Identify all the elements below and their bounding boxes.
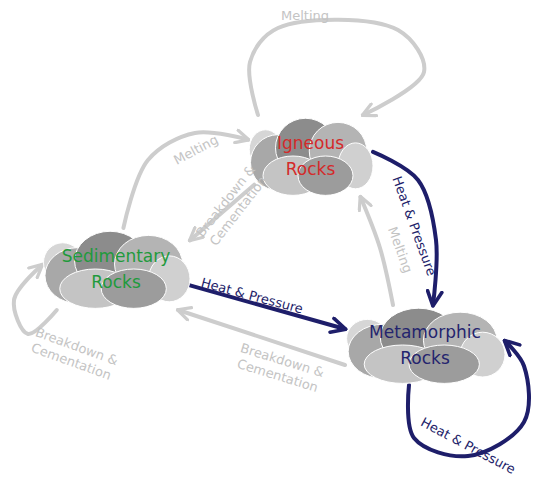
process-label: Melting [281, 8, 329, 24]
node-text-group: Igneous Rocks [266, 130, 356, 183]
rock-outline [42, 228, 190, 310]
rock-type-name: Igneous Rocks [266, 130, 356, 183]
process-label: Heat & Pressure [418, 415, 518, 478]
rock-cluster: Metamorphic Rocks [345, 305, 505, 385]
node-text-group: Sedimentary Rocks [56, 243, 176, 296]
rock-type-name: Sedimentary Rocks [56, 243, 176, 296]
rock-cluster: Sedimentary Rocks [42, 228, 190, 310]
process-arrow [361, 197, 394, 305]
rock-type-name: Metamorphic Rocks [363, 319, 488, 372]
process-label: Breakdown & Cementation [24, 323, 124, 385]
process-arrow [373, 152, 437, 305]
process-label: Breakdown & Cementation [190, 159, 273, 253]
node-text-group: Metamorphic Rocks [363, 319, 488, 372]
process-label: Heat & Pressure [199, 275, 304, 317]
process-arrow [249, 20, 424, 115]
process-label: Breakdown & Cementation [230, 339, 330, 397]
rock-outline [345, 305, 505, 385]
